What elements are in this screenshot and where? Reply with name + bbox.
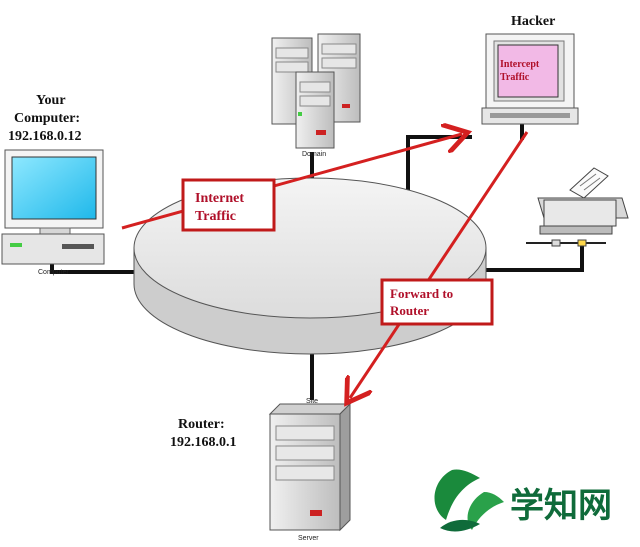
label-intercept: Intercept	[500, 59, 540, 70]
traffic-arrows	[121, 131, 529, 398]
label-small-domain: Domain	[302, 151, 326, 158]
label-traffic: Traffic	[195, 209, 236, 224]
arrow-forward-to-router	[350, 131, 529, 398]
cable-printer	[482, 240, 584, 272]
label-your-ip: 192.168.0.12	[8, 129, 82, 144]
desktop-computer-icon	[1, 149, 105, 265]
callout-internet-traffic: Internet Traffic	[181, 178, 276, 232]
watermark-leaf-icon	[434, 469, 504, 532]
arrow-internet-traffic	[121, 134, 462, 230]
hacker-computer-icon	[481, 33, 579, 125]
printer-icon	[526, 167, 629, 247]
callout-forward-to-router: Forward to Router	[380, 278, 494, 326]
watermark-text: 学知网	[510, 486, 612, 526]
label-small-switch: Site	[306, 398, 318, 405]
server-cluster-icon	[271, 33, 361, 149]
label-forward-to: Forward to	[390, 286, 453, 301]
label-your: Your	[36, 93, 66, 108]
label-computer: Computer:	[14, 111, 80, 126]
label-hacker: Hacker	[511, 14, 555, 29]
label-internet: Internet	[195, 191, 244, 206]
label-small-server: Server	[298, 535, 319, 542]
label-small-computer: Computer	[38, 269, 69, 276]
label-router-callout: Router	[390, 303, 429, 318]
label-router: Router:	[178, 417, 225, 432]
label-router-ip: 192.168.0.1	[170, 435, 237, 450]
router-server-icon	[268, 402, 352, 532]
label-intercept-traffic: Traffic	[500, 72, 530, 83]
